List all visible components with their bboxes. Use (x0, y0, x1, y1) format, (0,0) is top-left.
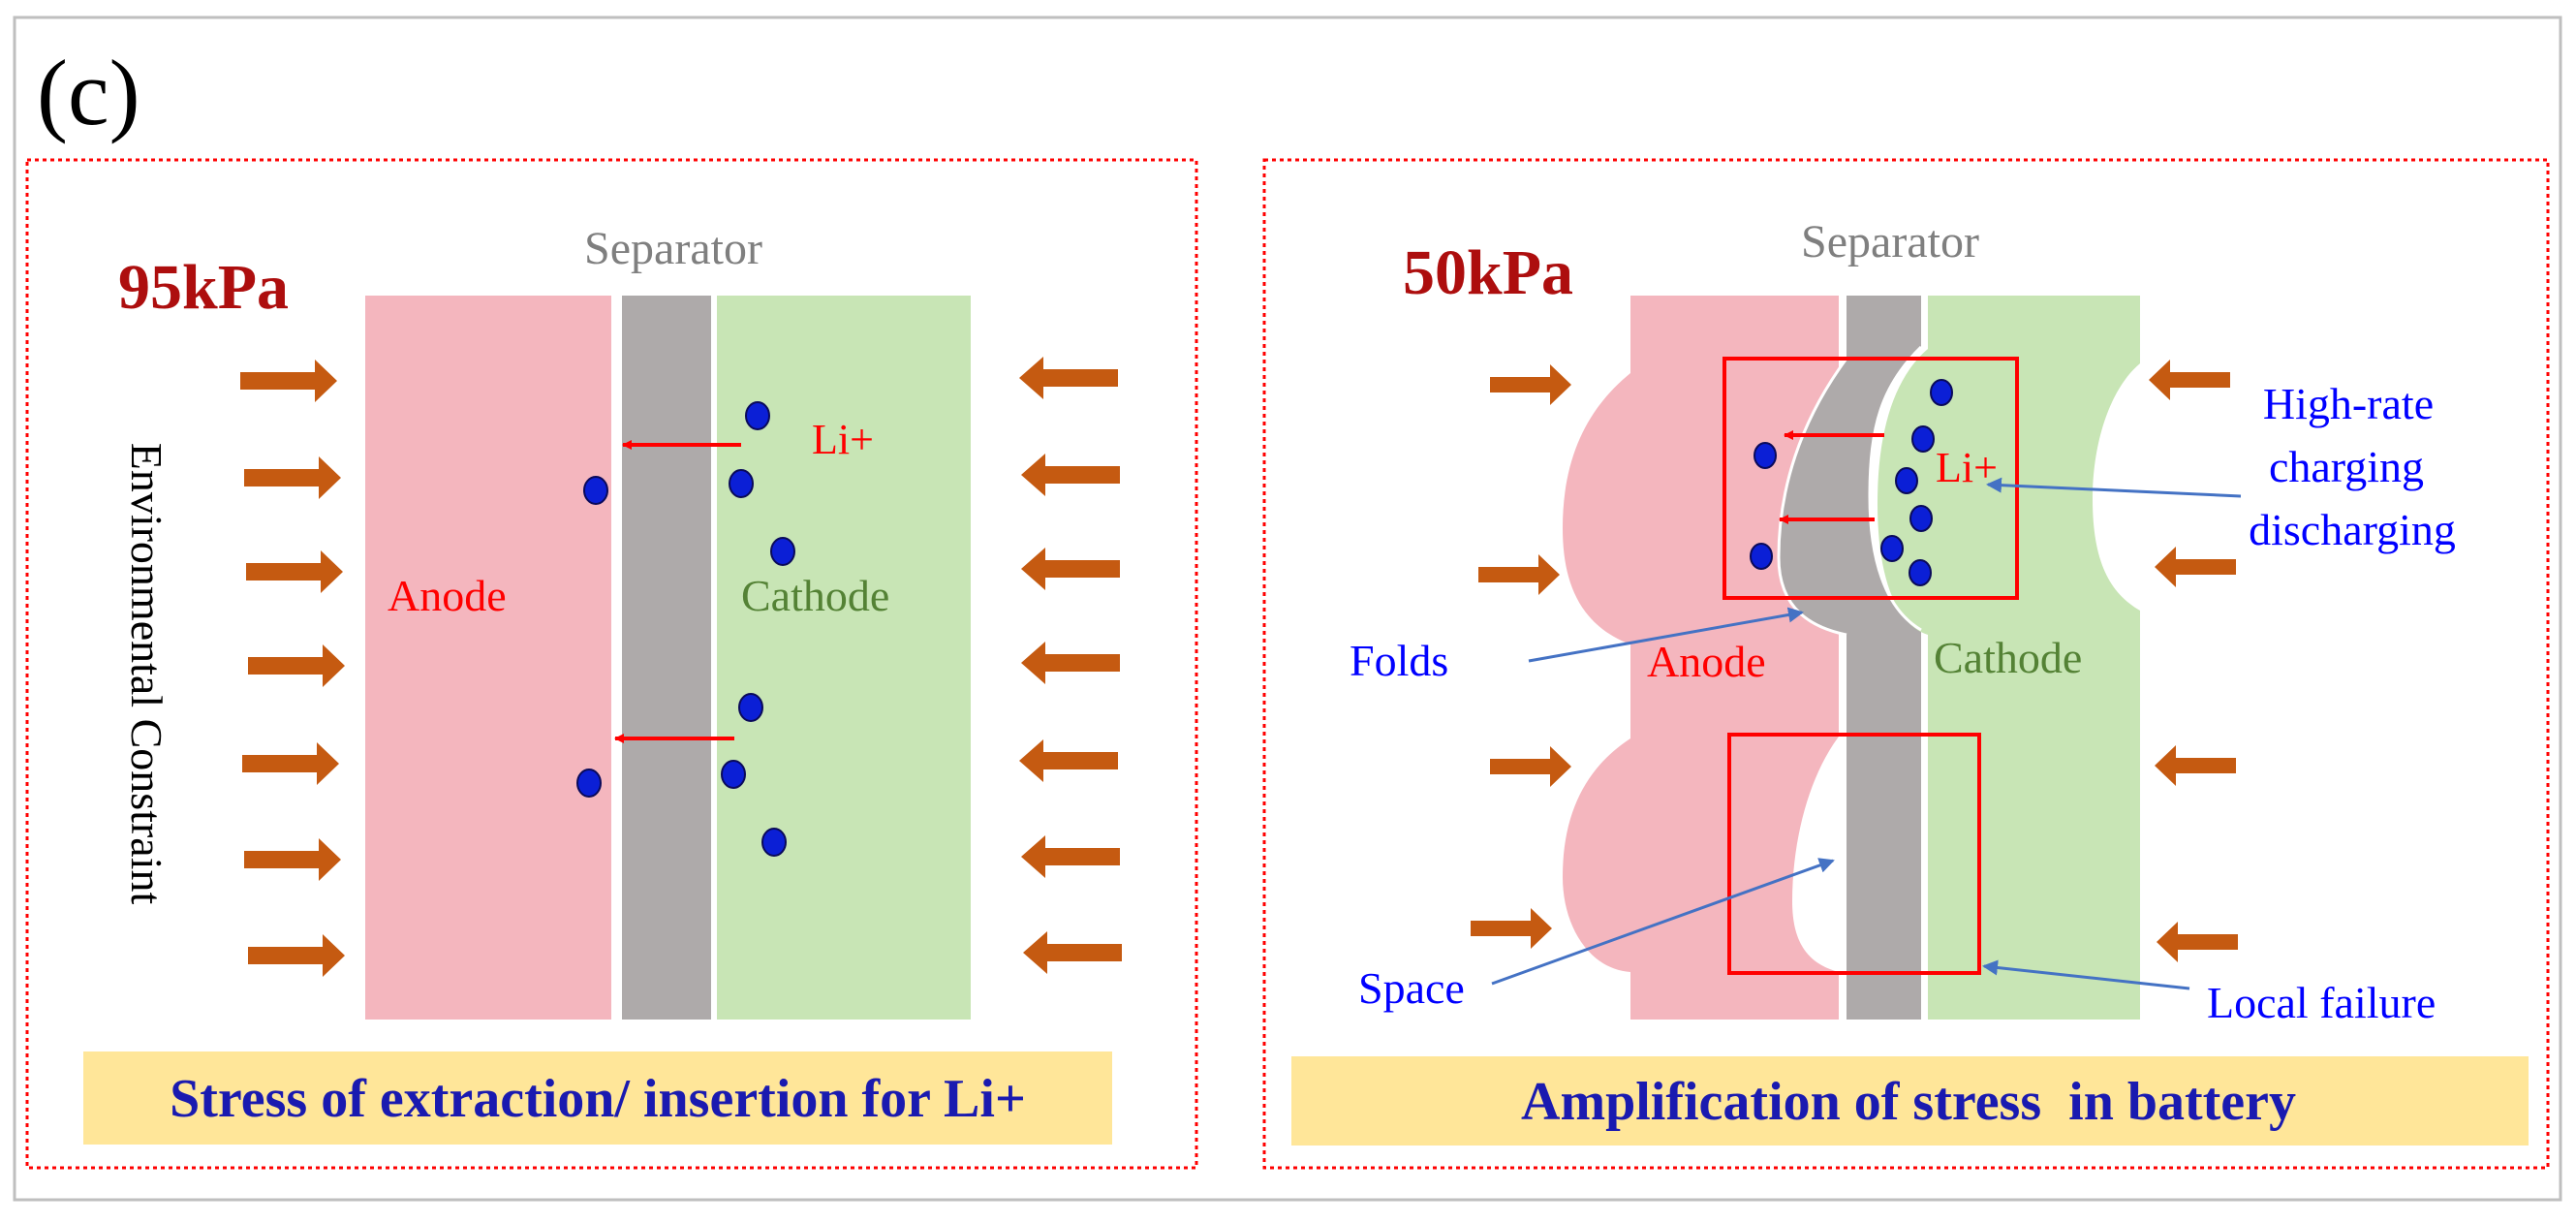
annotation-arrow-space (1491, 858, 1835, 986)
left-separator-block (622, 296, 711, 1020)
annotation-arrow-high-rate (1986, 477, 2242, 498)
right-anode-block (1563, 296, 1839, 1020)
right-pressure-arrow-in (2157, 922, 2238, 962)
annotation-arrow-folds (1528, 607, 1804, 663)
right-caption: Amplification of stress in battery (1521, 1072, 2296, 1132)
left-constraint-label: Environmental Constraint (122, 443, 171, 905)
left-pressure-arrow-in (244, 838, 341, 881)
right-caption-box (1291, 1056, 2529, 1146)
right-li-ion (1909, 505, 1933, 532)
left-pressure-arrow-in (1023, 931, 1122, 974)
left-pressure-arrow-in (1019, 739, 1118, 782)
left-pressure-label: 95kPa (118, 252, 289, 323)
left-pressure-arrow-in (248, 934, 345, 977)
right-pressure-arrow-in (2149, 360, 2230, 400)
left-li-ion (583, 476, 608, 505)
left-pressure-arrow-in (1021, 835, 1120, 878)
right-pressure-arrow-in (1478, 554, 1560, 595)
left-li-ion (770, 537, 795, 566)
left-pressure-arrow-in (246, 550, 343, 593)
right-li-ion (1909, 559, 1932, 586)
right-pressure-arrow-in (1490, 746, 1571, 787)
left-cathode-label: Cathode (741, 571, 889, 620)
left-anode-label: Anode (388, 571, 507, 620)
right-fold-line (1868, 345, 1923, 632)
right-highlight-box-top (1723, 357, 2019, 600)
figure-label: (c) (37, 41, 140, 144)
left-ion-label: Li+ (812, 416, 874, 463)
right-space-gap (1792, 737, 1839, 972)
left-li-ion (729, 469, 754, 498)
right-cathode-label: Cathode (1934, 633, 2082, 682)
right-separator-block (1779, 296, 1921, 1020)
right-separator-label: Separator (1801, 216, 1979, 267)
right-li-ion (1754, 442, 1777, 469)
right-anode-label: Anode (1647, 637, 1766, 686)
annotation-space: Space (1358, 963, 1465, 1013)
left-separator-label: Separator (584, 223, 762, 274)
right-li-ion (1895, 467, 1918, 494)
annotation-high-rate: discharging (2249, 505, 2456, 554)
right-li-ion (1750, 543, 1773, 570)
left-caption-box (83, 1051, 1112, 1145)
left-pressure-arrow-in (1021, 454, 1120, 496)
left-pressure-arrow-in (240, 360, 337, 402)
right-panel-border (1262, 158, 2550, 1170)
right-li-ion (1911, 425, 1935, 453)
annotation-high-rate: charging (2269, 442, 2424, 491)
left-pressure-arrow-in (1021, 642, 1120, 684)
annotation-folds: Folds (1350, 636, 1448, 685)
right-li-ion (1930, 379, 1953, 406)
annotation-high-rate: High-rate (2263, 379, 2434, 428)
right-pressure-arrow-in (1490, 364, 1571, 405)
annotation-local-failure: Local failure (2207, 978, 2436, 1027)
left-pressure-arrow-in (1021, 548, 1120, 590)
left-pressure-arrow-in (248, 644, 345, 687)
left-panel: Separator 95kPa Anode Cathode Li+ Enviro… (25, 158, 1198, 1170)
right-li-ion (1880, 535, 1904, 562)
left-panel-border (25, 158, 1198, 1170)
right-fold-line (1777, 358, 1848, 637)
left-pressure-arrow-in (1019, 357, 1118, 399)
left-li-ion (761, 828, 787, 857)
right-pressure-arrow-in (2155, 745, 2236, 786)
right-panel: Separator 50kPa Anode Cathode Li+ (1262, 158, 2550, 1170)
left-li-ion (745, 401, 770, 430)
right-pressure-label: 50kPa (1403, 237, 1573, 308)
left-li-ion (738, 693, 763, 722)
right-cathode-block (1878, 296, 2140, 1020)
left-anode-block (365, 296, 611, 1020)
left-pressure-arrow-in (244, 456, 341, 499)
left-li-ion (576, 769, 602, 798)
right-pressure-arrow-in (1471, 908, 1552, 949)
left-li-ion (721, 760, 746, 789)
right-highlight-box-bottom (1727, 733, 1981, 975)
left-caption: Stress of extraction/ insertion for Li+ (170, 1069, 1026, 1129)
annotation-arrow-local-failure (1982, 959, 2190, 990)
right-pressure-arrow-in (2155, 547, 2236, 587)
left-pressure-arrow-in (242, 742, 339, 785)
